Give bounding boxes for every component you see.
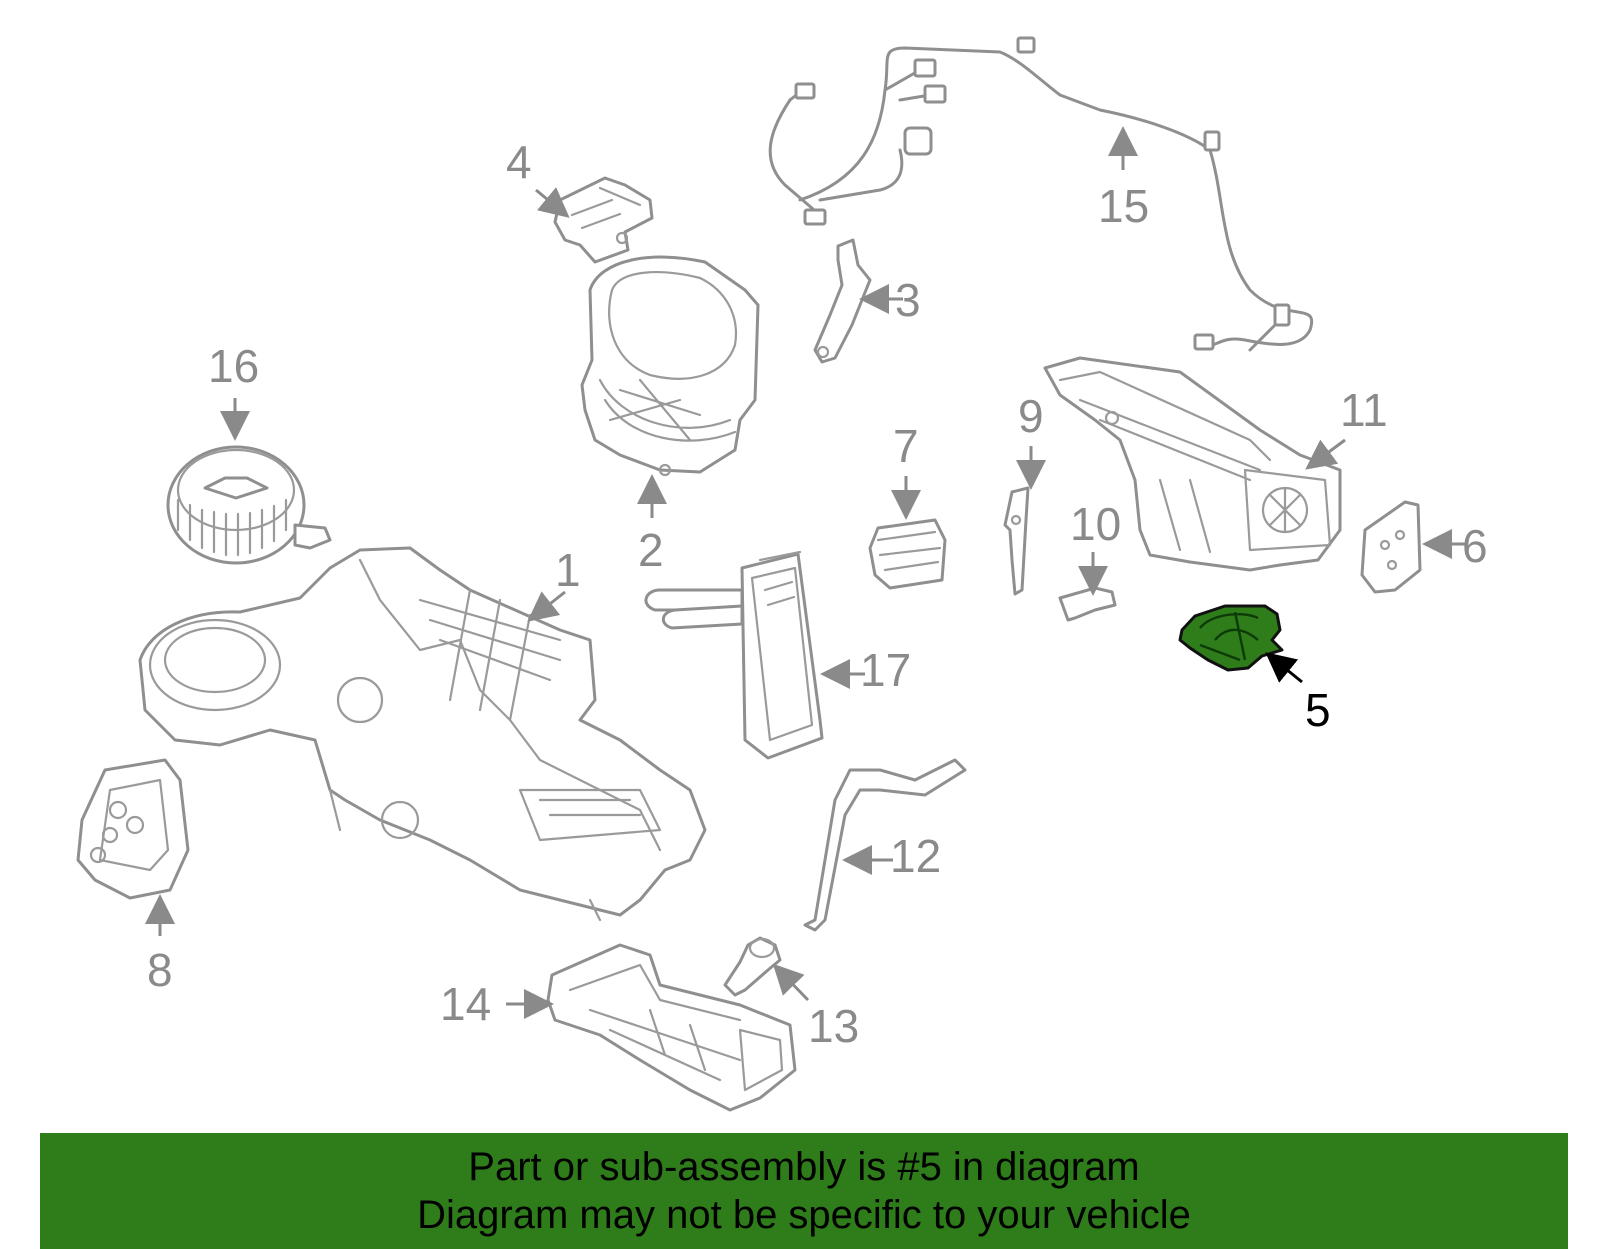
callout-15-label: 15 (1098, 180, 1149, 232)
callout-5-label: 5 (1305, 684, 1331, 736)
callout-8-label: 8 (147, 944, 173, 996)
part-2-blower-housing (580, 255, 760, 477)
callout-8: 8 (145, 894, 175, 996)
callout-2-label: 2 (638, 524, 664, 576)
part-13-valve (723, 936, 782, 997)
callout-16-label: 16 (208, 340, 259, 392)
callout-1-label: 1 (555, 544, 581, 596)
callout-16: 16 (208, 340, 259, 441)
part-17-heater-core (644, 550, 824, 760)
part-16-blower-motor (166, 445, 332, 565)
callout-15: 15 (1098, 126, 1149, 232)
part-5-actuator-highlighted (1178, 604, 1284, 672)
part-12-hose (803, 758, 967, 932)
callout-14-label: 14 (440, 978, 491, 1030)
part-1-hvac-case (138, 546, 707, 922)
part-8-cover (76, 758, 190, 900)
callout-17-label: 17 (860, 644, 911, 696)
part-7-module (868, 518, 947, 590)
part-3-lever (813, 238, 872, 364)
callout-4: 4 (506, 136, 570, 218)
banner-line-1: Part or sub-assembly is #5 in diagram (468, 1145, 1140, 1189)
callout-4-label: 4 (506, 136, 532, 188)
callout-7: 7 (891, 420, 921, 520)
callout-2: 2 (637, 474, 667, 576)
info-banner: Part or sub-assembly is #5 in diagram Di… (40, 1133, 1568, 1249)
callout-12-label: 12 (890, 830, 941, 882)
part-6-bracket (1360, 500, 1422, 594)
callout-13-label: 13 (808, 1000, 859, 1052)
part-14-duct (546, 943, 797, 1112)
callout-6: 6 (1422, 520, 1488, 572)
callout-9-label: 9 (1018, 390, 1044, 442)
callout-1: 1 (527, 544, 581, 622)
part-9-rod (1003, 486, 1030, 596)
part-11-rear-hvac (1043, 356, 1342, 572)
callout-13: 13 (772, 963, 859, 1052)
part-4-bracket (553, 176, 654, 264)
banner-line-2: Diagram may not be specific to your vehi… (417, 1193, 1191, 1237)
callout-11-label: 11 (1340, 384, 1388, 436)
callout-12: 12 (842, 830, 941, 882)
callout-10: 10 (1070, 498, 1121, 596)
callout-7-label: 7 (893, 420, 919, 472)
callout-14: 14 (440, 978, 554, 1030)
callout-6-label: 6 (1462, 520, 1488, 572)
callout-10-label: 10 (1070, 498, 1121, 550)
callout-17: 17 (820, 644, 911, 696)
callout-5: 5 (1265, 652, 1331, 736)
callout-11: 11 (1305, 384, 1388, 470)
part-10-clip (1058, 586, 1117, 622)
part-15-wiring-harness (768, 36, 1314, 352)
callout-9: 9 (1016, 390, 1046, 490)
callout-3: 3 (859, 274, 921, 326)
